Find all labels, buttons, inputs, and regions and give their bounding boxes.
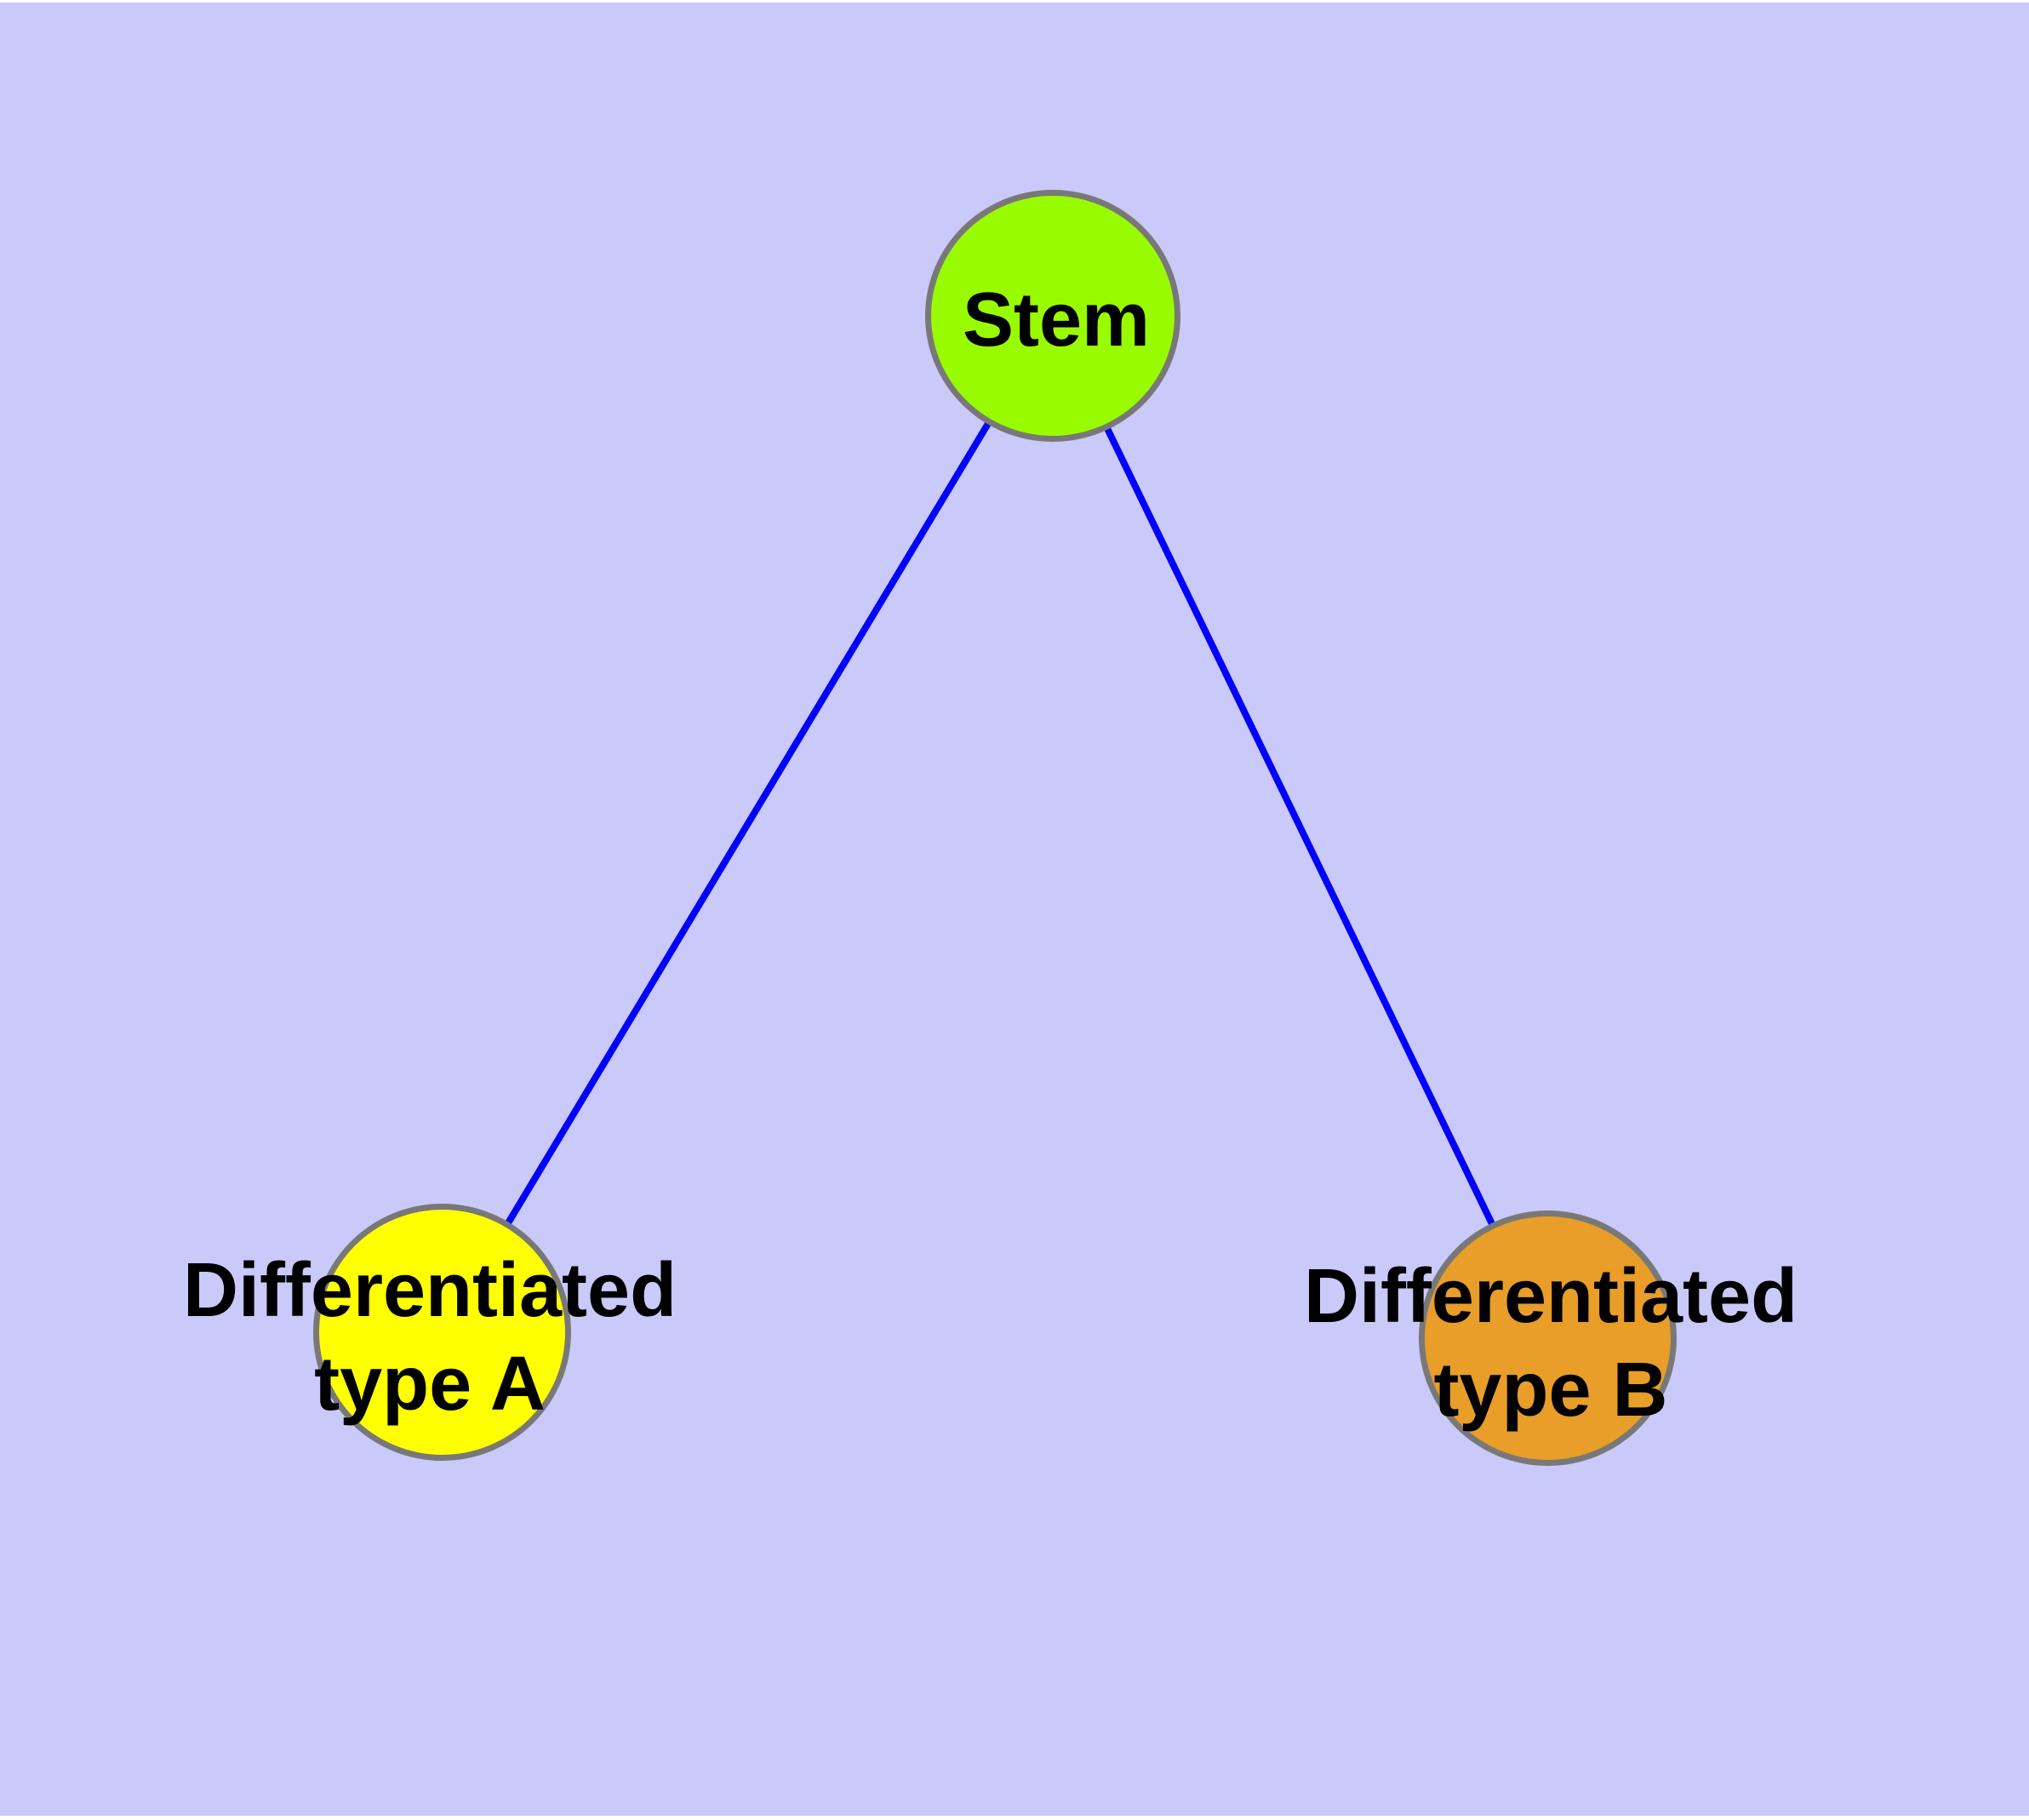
type-b-label-line-1: Differentiated (1303, 1254, 1798, 1339)
type-a-label-line-1: Differentiated (182, 1248, 677, 1333)
node-differentiated-type-b-label: Differentiated type B (1304, 1250, 1798, 1437)
node-stem (925, 190, 1180, 442)
type-b-label-line-2: type B (1433, 1348, 1668, 1433)
node-differentiated-type-a (313, 1204, 571, 1461)
node-stem-label: Stem (962, 278, 1151, 363)
node-differentiated-type-a-label: Differentiated type A (183, 1244, 677, 1431)
node-differentiated-type-b (1419, 1210, 1677, 1466)
type-a-label-line-2: type A (314, 1342, 546, 1427)
edge-stem-to-type-b (1049, 314, 1551, 1340)
edge-stem-to-type-a (439, 313, 1056, 1335)
